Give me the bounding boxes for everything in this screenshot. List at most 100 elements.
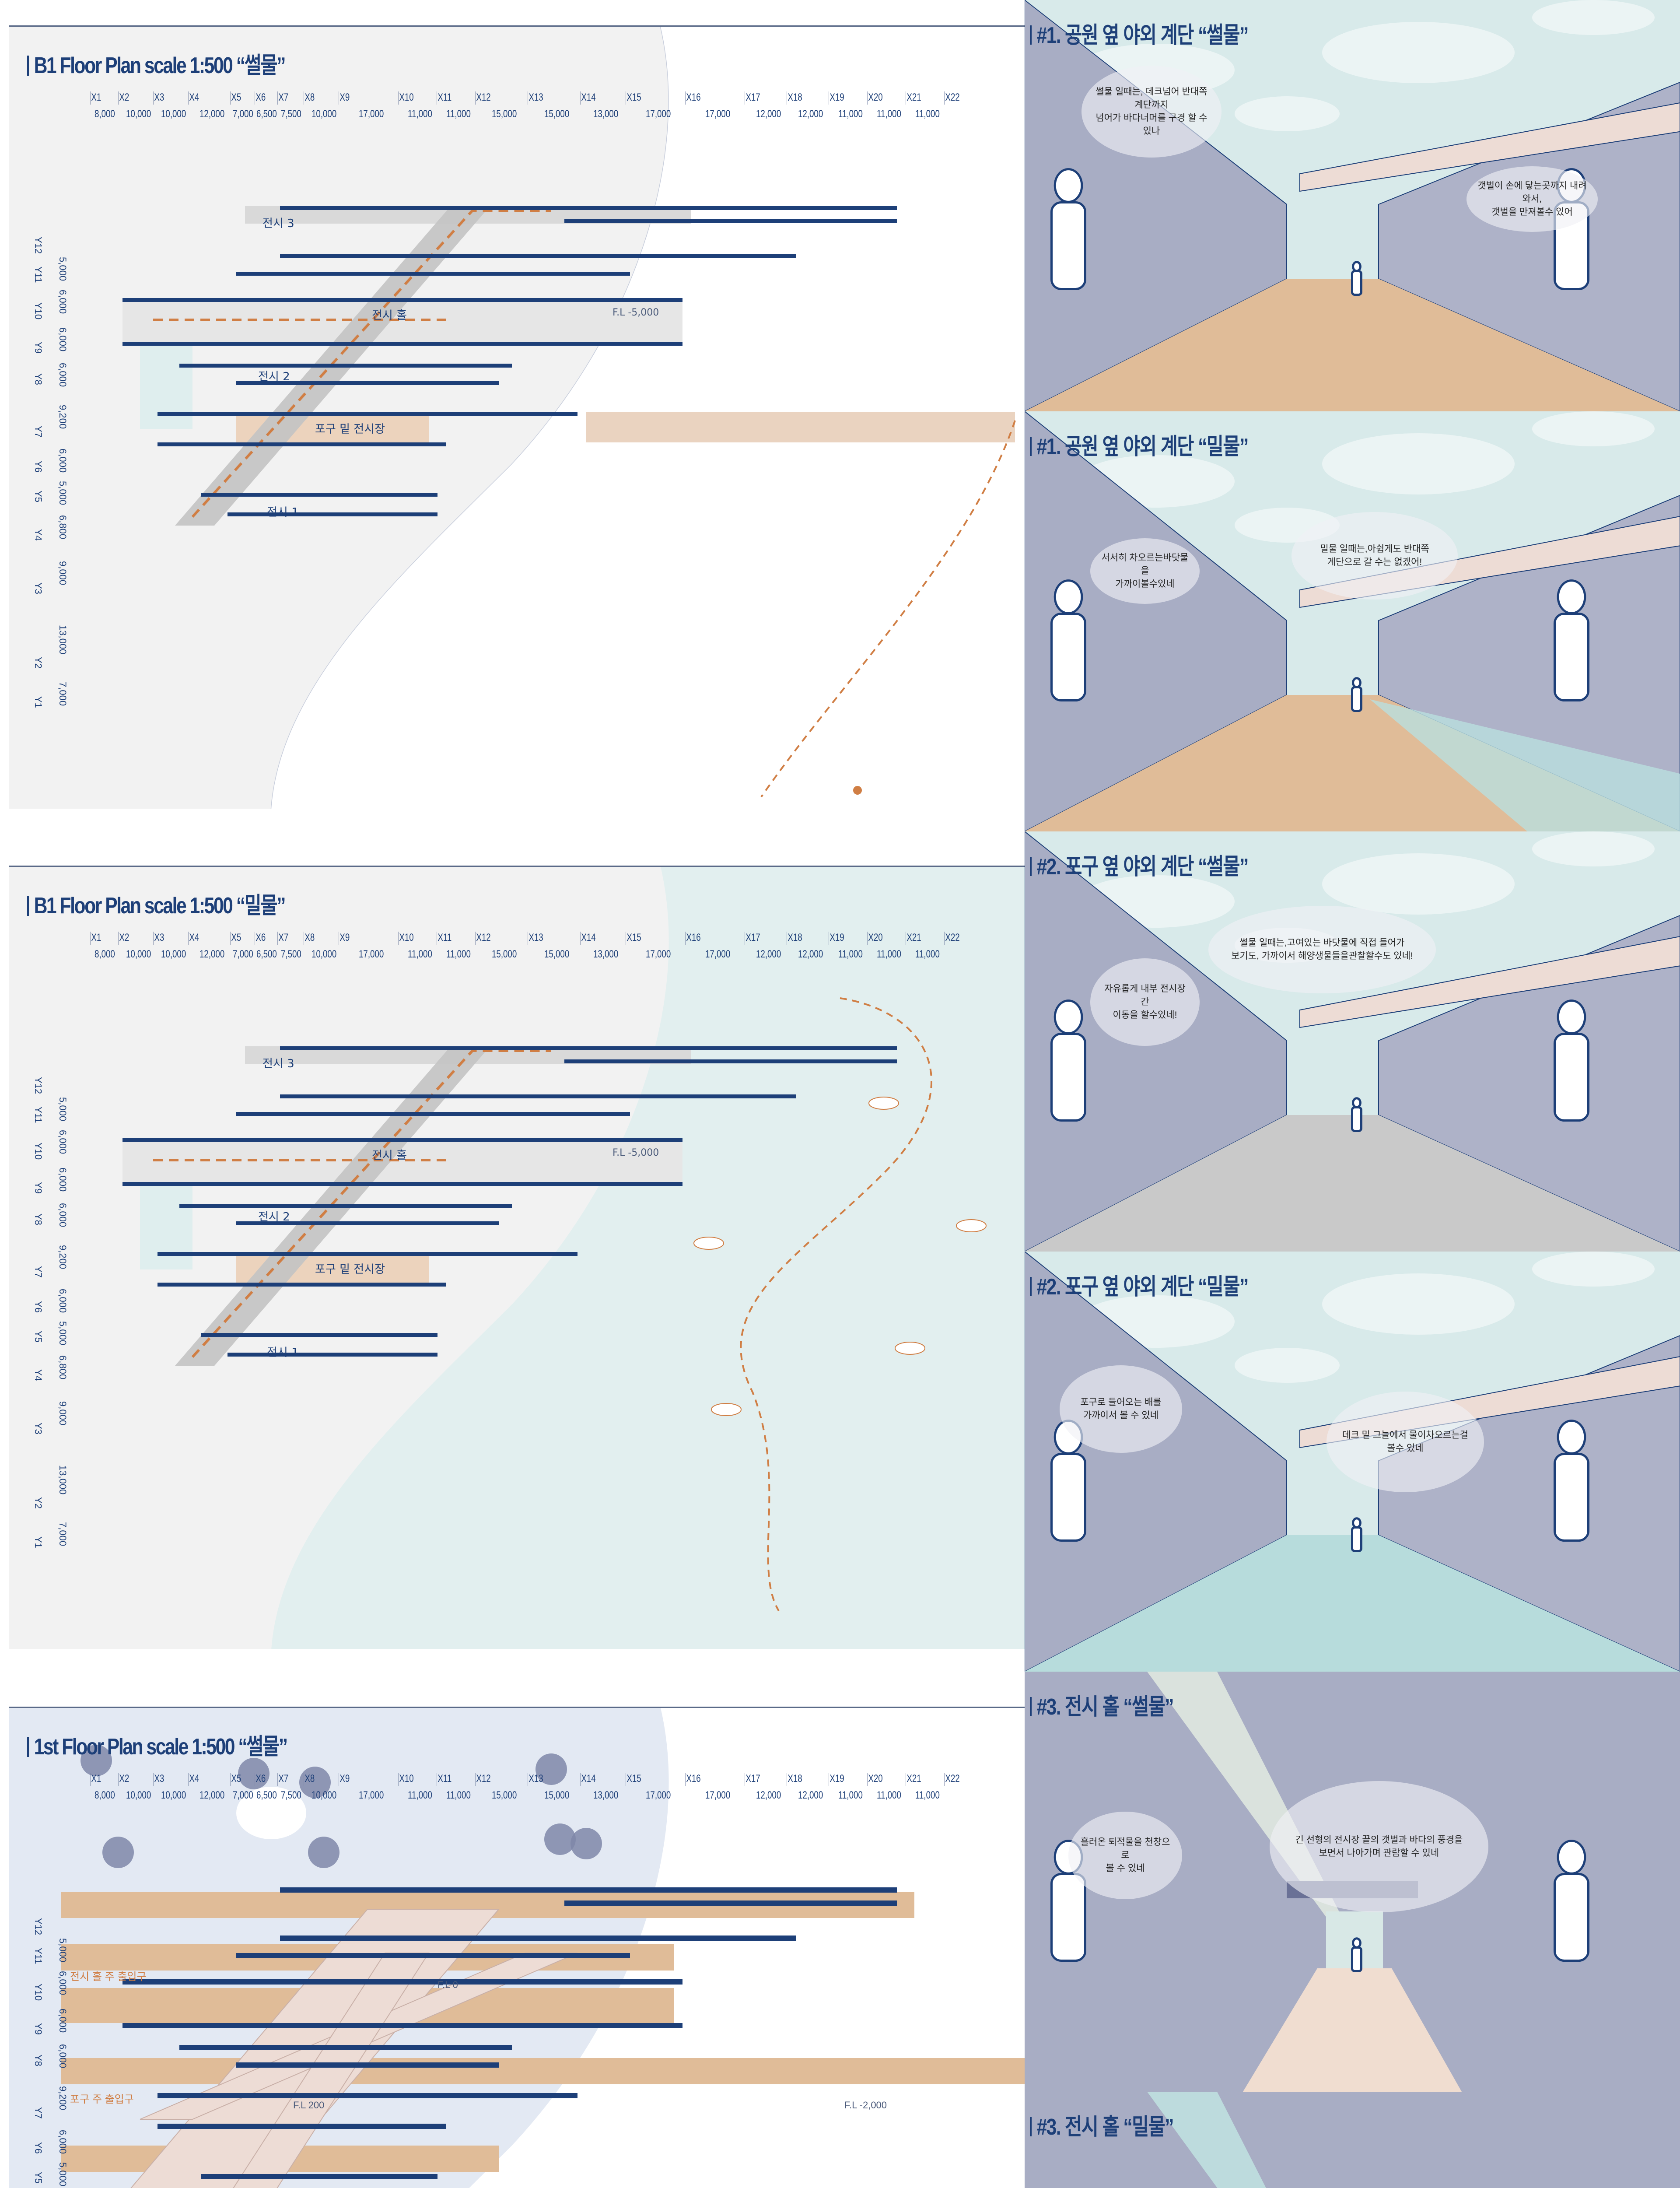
person-figure [1554, 613, 1589, 701]
speech-bubble: 긴 선형의 전시장 끝의 갯벌과 바다의 풍경을 보면서 나아가며 관람할 수 … [1270, 1781, 1488, 1912]
speech-bubble: 흘러온 퇴적물을 천창으로 볼 수 있네 [1068, 1812, 1182, 1899]
x-grid-label: X15 [626, 932, 641, 945]
wall-line [280, 1094, 796, 1098]
scene-illustration [1025, 411, 1680, 831]
floor [1025, 1115, 1680, 1252]
y-grid-label: Y9 [33, 1182, 44, 1194]
boat-icon [693, 1237, 724, 1250]
plan-title: B1 Floor Plan scale 1:500 “썰물” [27, 47, 286, 80]
x-grid-label: X13 [528, 932, 543, 945]
y-grid-label: Y2 [33, 657, 44, 669]
x-grid-label: X11 [437, 932, 452, 945]
room-label: 포구 밑 전시장 [315, 1263, 385, 1276]
speech-bubble: 자유롭게 내부 전시장 간 이동을 할수있네! [1090, 958, 1200, 1046]
y-grid-label: Y4 [33, 529, 44, 541]
y-dimension-label: 6,000 [57, 1289, 68, 1313]
cloud-icon [1235, 96, 1340, 131]
sea-water [1370, 699, 1680, 831]
x-dimension-label: 11,000 [446, 948, 471, 960]
x-dimension-label: 17,000 [359, 108, 384, 120]
boat-icon [868, 1097, 899, 1110]
scene-title: #3. 전시 홀 “썰물” [1030, 1688, 1174, 1721]
x-grid-label: X3 [153, 932, 164, 945]
person-figure [1554, 1033, 1589, 1122]
y-dimension-label: 6,000 [57, 2009, 68, 2033]
speech-bubble: 갯벌이 손에 닿는곳까지 내려와서, 갯벌을 만져볼수 있어 [1466, 166, 1598, 232]
x-grid-label: X16 [685, 91, 701, 105]
scene-1-flood: #1. 공원 옆 야외 계단 “밀물” 서서히 차오르는바닷물을 가까이볼수있네… [1025, 411, 1680, 831]
wall-line [179, 1204, 512, 1208]
wall-line [236, 2062, 499, 2068]
tree-icon [536, 1753, 567, 1785]
x-dimension-label: 10,000 [161, 108, 186, 120]
x-dimension-label: 10,000 [126, 1789, 151, 1801]
x-dimension-label: 12,000 [756, 108, 781, 120]
person-figure [1351, 270, 1362, 296]
x-grid-label: X5 [230, 1773, 241, 1786]
fl-label: F.L -5,000 [612, 1147, 659, 1158]
x-dimension-label: 12,000 [200, 948, 225, 960]
y-dimension-label: 6,800 [57, 515, 68, 540]
scene-title: #2. 포구 옆 야외 계단 “밀물” [1030, 1268, 1249, 1301]
plan-title: B1 Floor Plan scale 1:500 “밀물” [27, 887, 286, 920]
y-grid-label: Y2 [33, 1497, 44, 1509]
y-dimension-label: 6,800 [57, 1355, 68, 1380]
speech-bubble: 포구로 들어오는 배를 가까이서 볼 수 있네 [1060, 1365, 1182, 1453]
x-dimension-label: 6,500 [256, 1789, 277, 1801]
person-figure [1557, 1840, 1586, 1875]
x-dimension-label: 10,000 [161, 1789, 186, 1801]
y-dimension-label: 13,000 [57, 1465, 68, 1495]
x-dimension-label: 7,500 [281, 948, 301, 960]
x-dimension-label: 8,000 [94, 948, 115, 960]
x-dimension-label: 13,000 [593, 1789, 619, 1801]
entry-label-port: 포구 주 출입구 [70, 2093, 134, 2105]
y-grid-label: Y7 [33, 1266, 44, 1278]
x-grid-label: X22 [944, 91, 960, 105]
wall-line [122, 342, 682, 346]
x-dimension-label: 11,000 [408, 1789, 432, 1801]
speech-bubble: 데크 밑 그늘에서 물이차오르는걸 볼수 있네 [1326, 1392, 1484, 1492]
x-dimension-label: 11,000 [915, 948, 940, 960]
x-dimension-label: 17,000 [705, 1789, 731, 1801]
x-grid-label: X5 [230, 932, 241, 945]
room-label: 전시 3 [262, 1057, 294, 1070]
x-grid-label: X17 [745, 932, 760, 945]
floor [1025, 279, 1680, 411]
y-dimension-label: 5,000 [57, 257, 68, 281]
y-grid-label: Y12 [33, 1918, 44, 1936]
wall-line [122, 1182, 682, 1186]
y-grid-label: Y12 [33, 1077, 44, 1094]
person-figure [1352, 1517, 1362, 1529]
x-grid-label: X14 [580, 932, 596, 945]
wall-line [236, 1112, 630, 1116]
speech-bubble: 썰물 일때는, 데크넘어 반대쪽 계단까지 넘어가 바다너머를 구경 할 수 있… [1082, 66, 1222, 158]
void-area [140, 342, 192, 429]
x-dimension-label: 17,000 [646, 1789, 671, 1801]
x-dimension-label: 11,000 [408, 948, 432, 960]
y-dimension-label: 6,000 [57, 290, 68, 314]
tree-icon [299, 1767, 331, 1798]
wall-line [280, 1046, 897, 1050]
boat-route [760, 420, 1016, 798]
x-dimension-label: 11,000 [838, 1789, 863, 1801]
boat-route [740, 997, 932, 1612]
x-dimension-label: 11,000 [838, 948, 863, 960]
y-grid-label: Y10 [33, 1984, 44, 2001]
x-grid-label: X2 [118, 932, 129, 945]
void-area [140, 1182, 192, 1269]
y-grid-label: Y5 [33, 2172, 44, 2184]
person-figure [1050, 201, 1086, 290]
x-dimension-label: 7,000 [233, 1789, 253, 1801]
y-grid-label: Y8 [33, 1213, 44, 1225]
room-label: 전시 2 [258, 370, 290, 383]
cloud-icon [1235, 1348, 1340, 1383]
cloud-icon [1322, 433, 1515, 494]
outdoor-deck [586, 412, 1015, 442]
roundabout [236, 1787, 306, 1839]
